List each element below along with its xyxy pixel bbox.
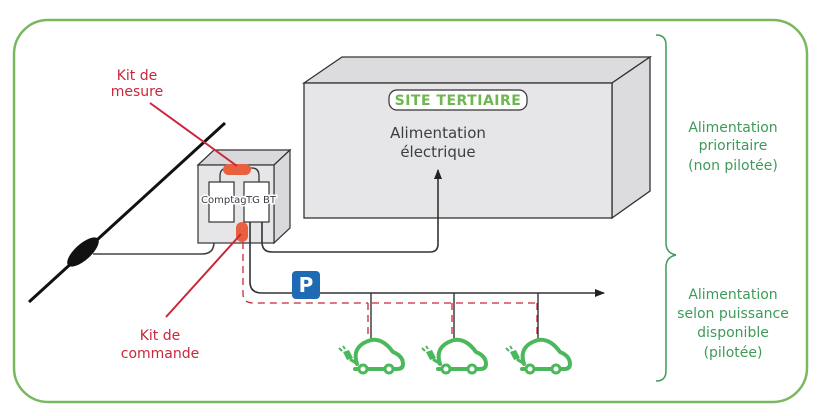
electrical-panel: Comptage TG BT — [196, 148, 292, 245]
site-title: SITE TERTIAIRE — [395, 93, 522, 109]
priority-label-1: Alimentation — [688, 120, 777, 136]
site-building: SITE TERTIAIRE Alimentation électrique — [301, 55, 653, 220]
charging-bus-line — [249, 222, 605, 297]
line-connector — [67, 237, 99, 267]
board-box — [243, 181, 270, 223]
meter-box — [208, 181, 235, 223]
managed-label-1: Alimentation — [688, 287, 777, 303]
measure-kit-pointer — [149, 102, 238, 167]
measure-kit-label-2: mesure — [111, 84, 163, 100]
charger-drops — [370, 293, 539, 340]
site-title-badge — [388, 89, 528, 111]
managed-label-4: (pilotée) — [704, 345, 763, 361]
site-supply-label-1: Alimentation — [390, 124, 486, 142]
priority-label-2: prioritaire — [699, 138, 768, 154]
meter-feed-line — [93, 190, 215, 255]
site-supply-label-2: électrique — [400, 143, 475, 161]
power-line — [27, 121, 227, 304]
control-kit-label-2: commande — [121, 346, 200, 362]
managed-label-2: selon puissance — [677, 306, 789, 322]
measure-kit-label-1: Kit de — [117, 68, 158, 84]
brace-icon — [655, 34, 677, 382]
parking-letter: P — [299, 273, 314, 297]
parking-sign: P — [292, 271, 320, 299]
ev-car-icon — [505, 337, 572, 375]
control-signal-line — [242, 242, 538, 336]
ev-car-icon — [338, 337, 405, 375]
control-kit-pointer — [165, 233, 242, 318]
managed-label-3: disponible — [697, 325, 769, 341]
priority-label-3: (non pilotée) — [688, 158, 778, 174]
ev-car-icon — [421, 337, 488, 375]
measure-kit-icon — [223, 164, 251, 175]
site-supply-line — [261, 169, 442, 253]
control-kit-label-1: Kit de — [140, 328, 181, 344]
outer-frame — [12, 18, 809, 404]
meter-label: Comptage — [201, 195, 253, 206]
board-label: TG BT — [245, 195, 277, 206]
